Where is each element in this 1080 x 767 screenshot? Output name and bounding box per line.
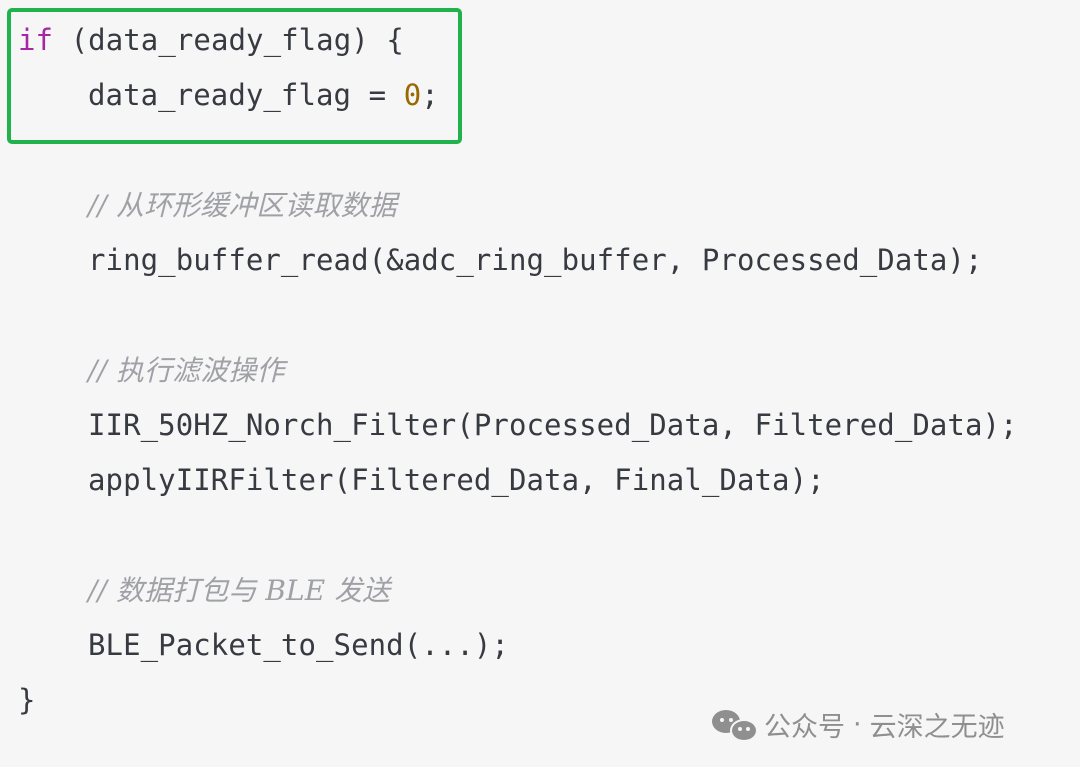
code-line-reset-flag: data_ready_flag = 0; (18, 68, 439, 123)
comment-ble-send: // 数据打包与 BLE 发送 (88, 574, 391, 607)
number-literal: 0 (403, 78, 422, 112)
code-line-iir-notch-filter: IIR_50HZ_Norch_Filter(Processed_Data, Fi… (88, 408, 1018, 442)
wechat-watermark: 公众号 · 云深之无迹 (712, 702, 1005, 746)
watermark-account-label: 公众号 (764, 711, 845, 743)
code-line-if: if (data_ready_flag) { (18, 13, 404, 68)
code-line-ble-packet-send: BLE_Packet_to_Send(...); (88, 628, 509, 662)
closing-brace: } (18, 683, 36, 717)
code-line-apply-iir-filter: applyIIRFilter(Filtered_Data, Final_Data… (88, 463, 825, 497)
cropped-code-fragment (80, 0, 170, 2)
comment-filter: // 执行滤波操作 (88, 354, 285, 387)
watermark-separator: · (853, 708, 862, 740)
code-line-ring-buffer-read: ring_buffer_read(&adc_ring_buffer, Proce… (88, 243, 983, 277)
highlight-box (7, 8, 462, 144)
if-condition: (data_ready_flag) { (53, 23, 404, 57)
watermark-account-name: 云深之无迹 (869, 711, 1005, 743)
wechat-icon (712, 707, 758, 742)
comment-read-buffer: // 从环形缓冲区读取数据 (88, 189, 397, 222)
statement-terminator: ; (421, 78, 439, 112)
keyword-if: if (18, 23, 54, 57)
reset-flag-statement: data_ready_flag = (88, 78, 404, 112)
